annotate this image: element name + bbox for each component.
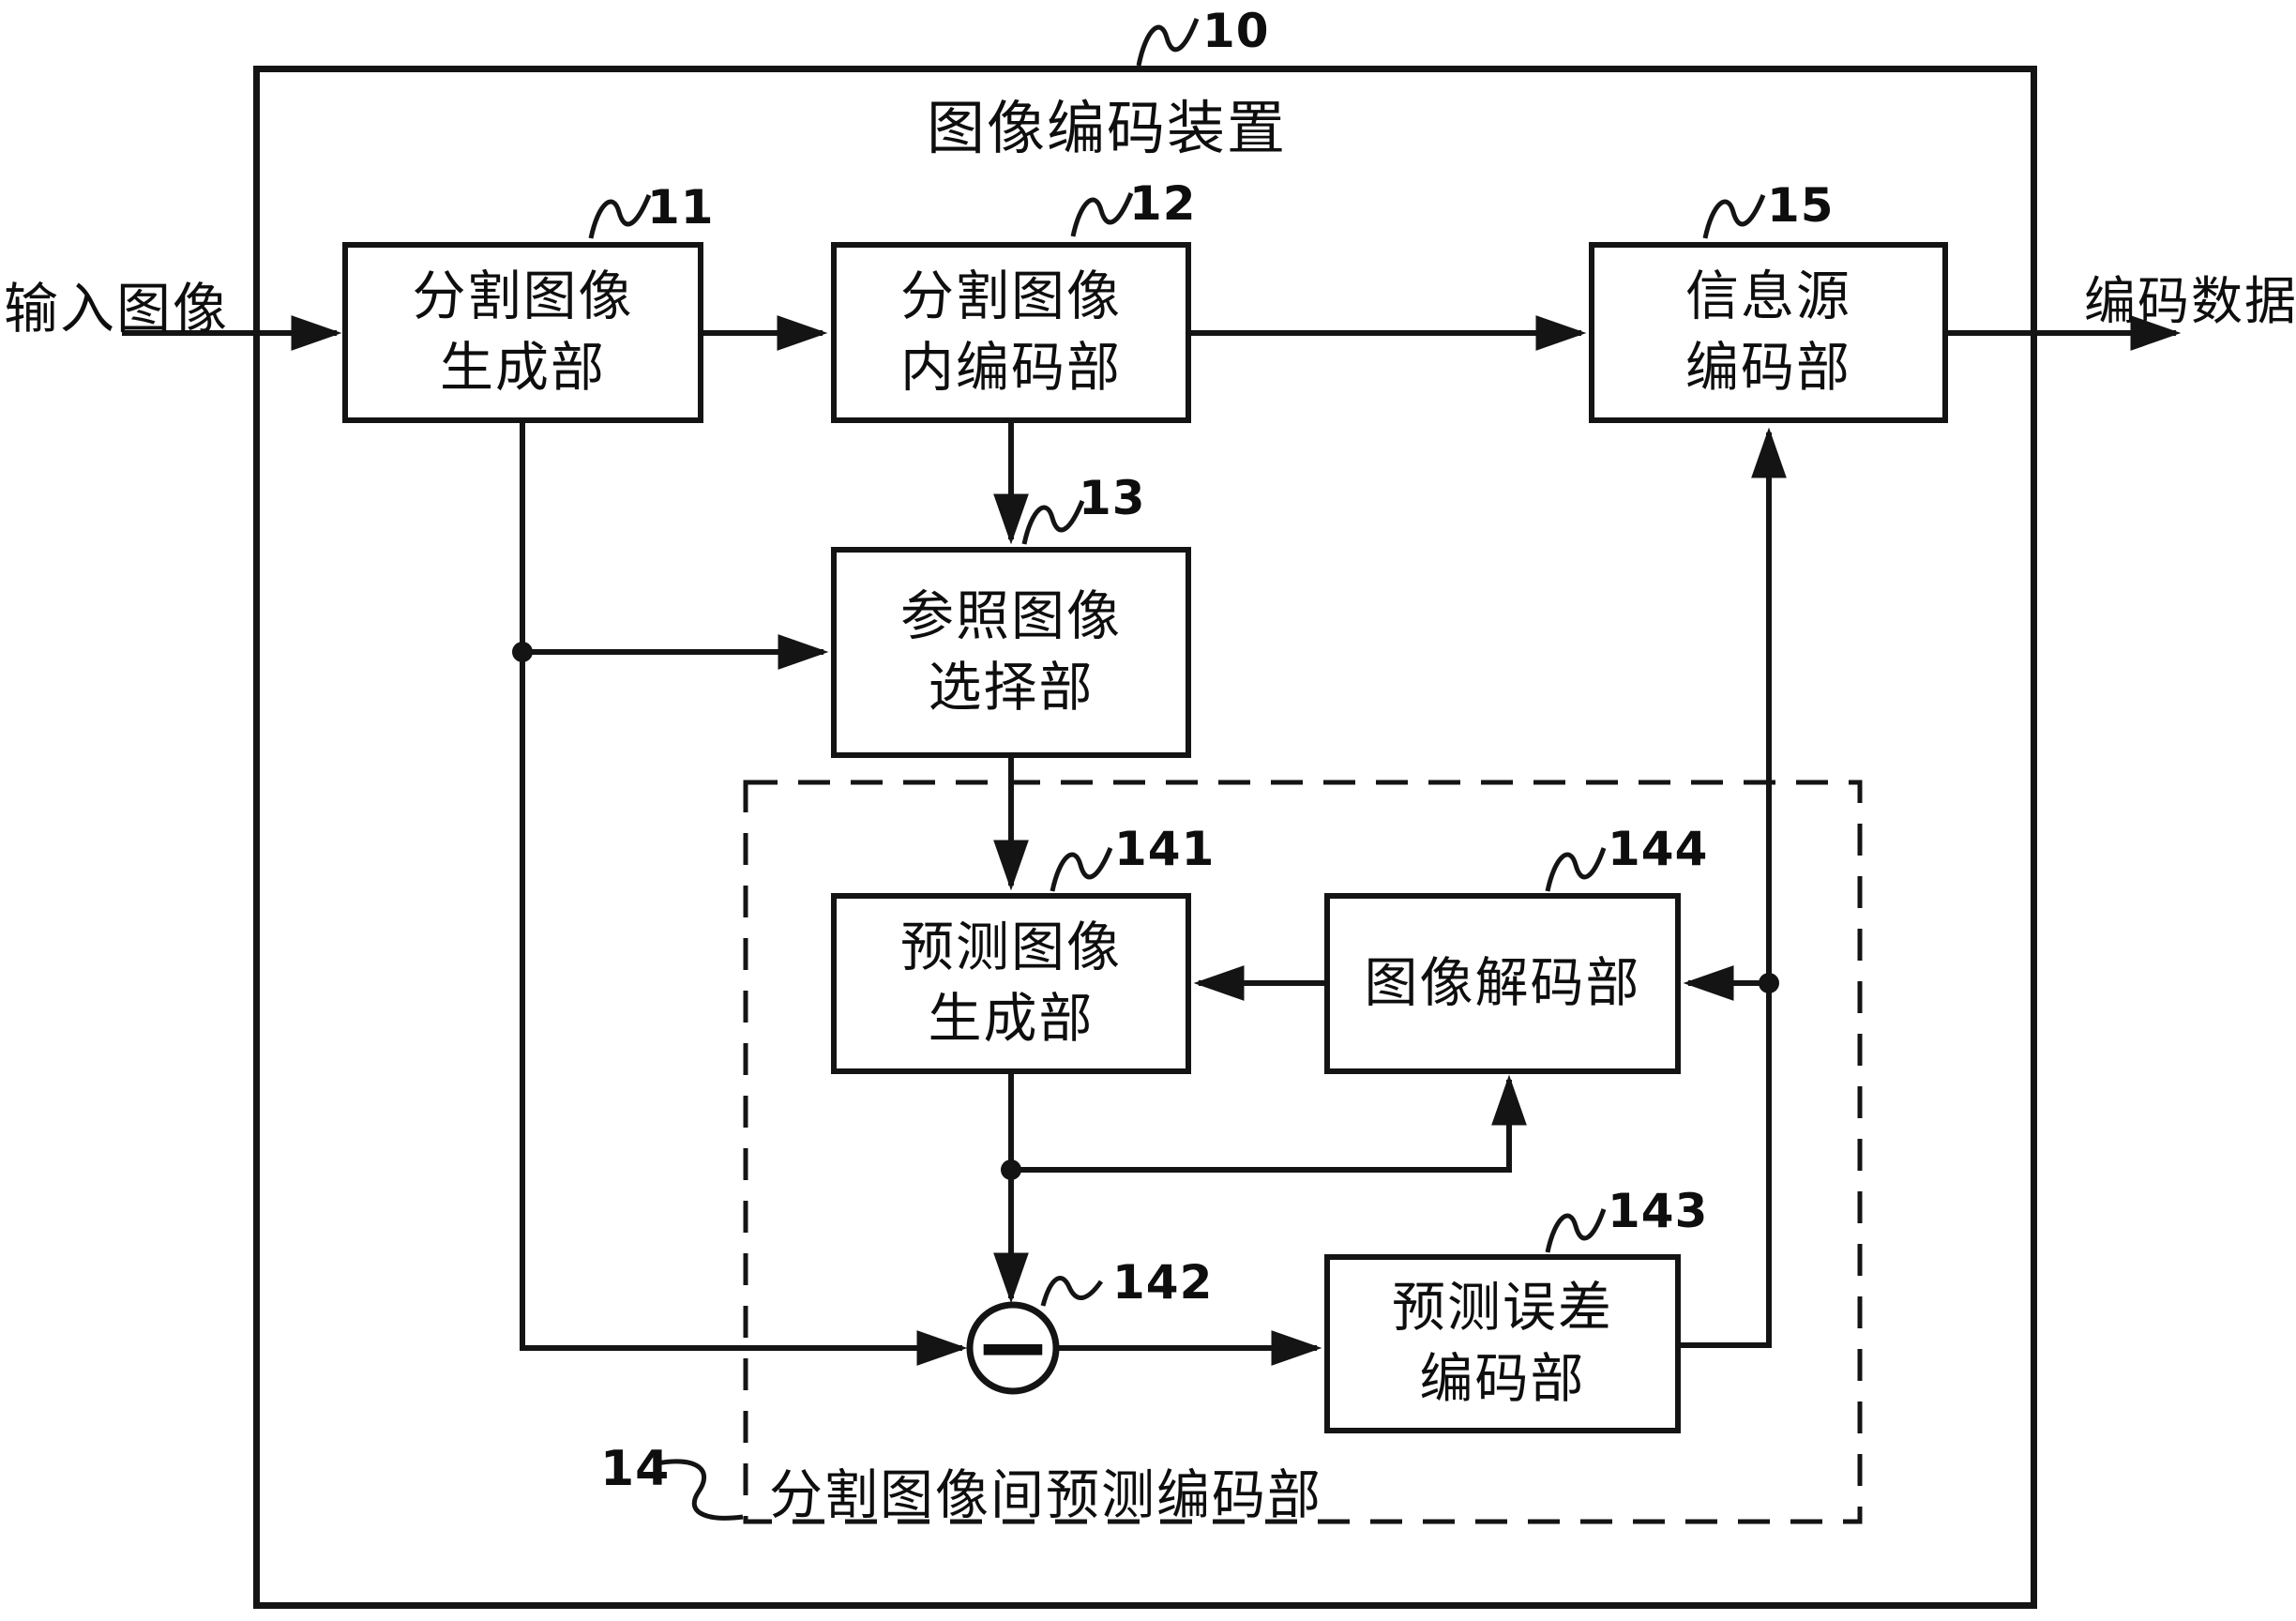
ref-squiggle-144 [1545, 847, 1607, 892]
ref-number-13: 13 [1079, 471, 1146, 525]
block-label-line: 参照图像 [900, 585, 1122, 648]
subtractor-circle [966, 1301, 1060, 1395]
inter-prediction-group-boundary [743, 780, 1863, 1524]
encoder-device-boundary [253, 66, 2037, 1609]
block-reference-image-selection: 参照图像 选择部 [831, 547, 1191, 758]
junction-dot-feedback-branch [1759, 973, 1779, 993]
block-label-line: 生成部 [440, 336, 606, 399]
device-title: 图像编码装置 [926, 94, 1287, 162]
ref-squiggle-143 [1545, 1208, 1607, 1253]
junction-dot-b11-branch [512, 642, 533, 662]
block-label-line: 图像解码部 [1364, 951, 1641, 1014]
block-label-line: 生成部 [928, 987, 1095, 1050]
ref-number-141: 141 [1114, 822, 1216, 876]
ref-squiggle-10 [1136, 18, 1200, 67]
arrow-b143-to-b15 [1681, 427, 1787, 1348]
ref-number-15: 15 [1767, 178, 1835, 233]
block-label-line: 编码部 [1419, 1347, 1586, 1410]
junction-dot-b141-branch [1001, 1159, 1021, 1180]
ref-squiggle-12 [1070, 192, 1134, 237]
block-label-line: 分割图像 [900, 265, 1122, 328]
block-divided-image-generation: 分割图像 生成部 [342, 242, 703, 423]
ref-number-144: 144 [1608, 822, 1709, 876]
block-image-decoding: 图像解码部 [1324, 893, 1681, 1074]
ref-squiggle-13 [1021, 500, 1085, 545]
block-intra-divided-image-coding: 分割图像 内编码部 [831, 242, 1191, 423]
ref-squiggle-141 [1050, 847, 1113, 892]
ref-number-14: 14 [600, 1441, 671, 1497]
arrow-b141-to-b144 [1011, 1074, 1527, 1173]
inter-prediction-group-label: 分割图像间预测编码部 [769, 1464, 1322, 1526]
block-label-line: 预测误差 [1392, 1277, 1613, 1340]
ref-number-11: 11 [647, 180, 715, 235]
ref-squiggle-142 [1040, 1276, 1104, 1307]
block-label-line: 信息源 [1685, 265, 1851, 328]
ref-squiggle-15 [1702, 194, 1766, 239]
ref-squiggle-14 [656, 1459, 744, 1521]
output-label: 编码数据 [2084, 271, 2296, 331]
block-prediction-image-generation: 预测图像 生成部 [831, 893, 1191, 1074]
arrow-b11-to-subtractor [520, 423, 968, 1366]
ref-squiggle-11 [588, 194, 652, 239]
ref-number-143: 143 [1608, 1184, 1709, 1238]
ref-number-10: 10 [1202, 4, 1270, 58]
block-label-line: 编码部 [1685, 336, 1851, 399]
block-label-line: 选择部 [928, 656, 1095, 719]
block-label-line: 内编码部 [900, 336, 1122, 399]
ref-number-12: 12 [1129, 176, 1197, 231]
block-label-line: 分割图像 [412, 265, 634, 328]
minus-icon: − [974, 1291, 1052, 1401]
block-information-source-coding: 信息源 编码部 [1589, 242, 1948, 423]
block-prediction-error-coding: 预测误差 编码部 [1324, 1254, 1681, 1433]
block-label-line: 预测图像 [900, 917, 1122, 979]
input-label: 输入图像 [4, 277, 230, 341]
ref-number-142: 142 [1112, 1255, 1214, 1310]
